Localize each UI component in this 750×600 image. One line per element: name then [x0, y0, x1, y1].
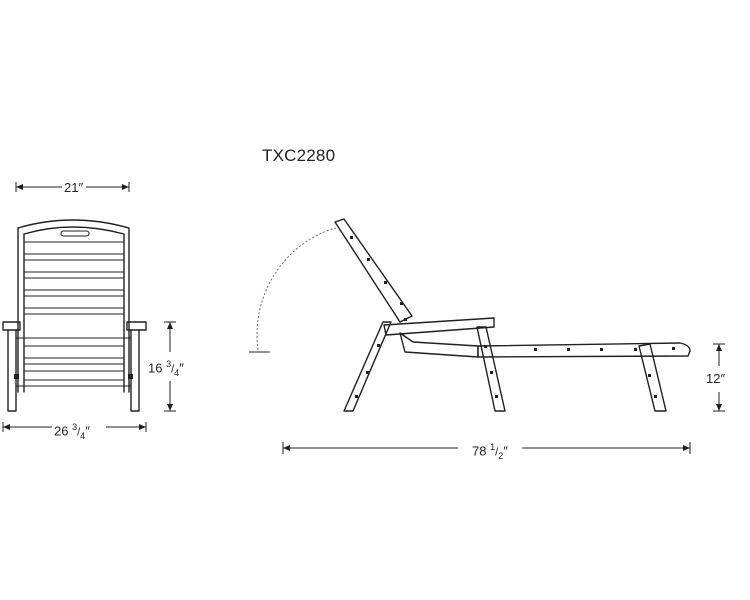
front-seat-slats — [16, 337, 131, 387]
length-label: 78 1/2″ — [472, 440, 508, 464]
handle-slot — [60, 230, 90, 237]
overall-width-frac-den: 4 — [80, 430, 86, 441]
front-view — [2, 219, 147, 412]
front-back-panel — [17, 219, 130, 323]
overall-width-whole: 26 — [54, 423, 69, 439]
recline-arc — [256, 227, 337, 351]
length-whole: 78 — [472, 443, 487, 459]
seat-height-dimension — [164, 321, 176, 412]
seat-height-frac-den: 4 — [174, 367, 180, 378]
side-view — [249, 218, 691, 412]
length-unit: ″ — [503, 443, 508, 459]
front-right-post — [130, 329, 140, 412]
length-dimension — [282, 442, 691, 454]
overall-width-label: 26 3/4″ — [54, 420, 90, 444]
front-width-value: 21″ — [64, 180, 84, 195]
side-rear-leg — [343, 321, 392, 412]
overall-width-frac-num: 3 — [72, 422, 78, 432]
front-left-post — [7, 329, 17, 412]
side-seat-rail — [477, 342, 691, 358]
side-height-dimension — [713, 343, 725, 412]
front-left-arm — [2, 321, 21, 331]
seat-height-frac-num: 3 — [166, 359, 172, 369]
front-right-arm — [126, 321, 147, 331]
model-number: TXC2280 — [262, 146, 336, 165]
side-arm-support — [399, 332, 479, 358]
side-backrest — [334, 218, 413, 323]
overall-width-unit: ″ — [85, 423, 90, 439]
front-width-dimension — [15, 182, 130, 192]
length-frac-den: 2 — [498, 450, 504, 461]
side-middle-leg — [476, 326, 506, 412]
front-width-label: 21″ — [64, 180, 84, 195]
seat-height-label: 16 3/4″ — [148, 357, 184, 381]
front-back-slats — [24, 241, 124, 315]
seat-height-unit: ″ — [179, 360, 184, 376]
side-height-label: 12″ — [706, 371, 726, 386]
side-armrest — [383, 317, 495, 336]
seat-height-whole: 16 — [148, 360, 163, 376]
side-height-value: 12″ — [706, 371, 726, 386]
length-frac-num: 1 — [490, 442, 496, 452]
overall-width-dimension — [2, 422, 147, 432]
side-foot-leg — [638, 343, 667, 412]
